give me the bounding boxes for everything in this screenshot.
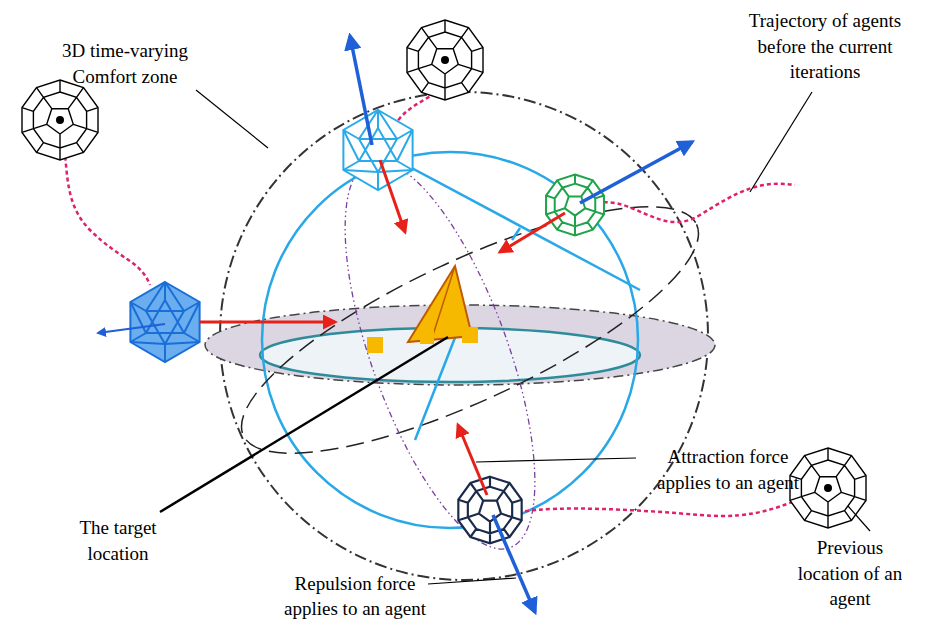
construction-line bbox=[512, 228, 520, 240]
agent-icosahedron bbox=[343, 110, 412, 190]
callout-label: The target location bbox=[63, 515, 173, 566]
callout-label: Trajectory of agents before the current … bbox=[738, 8, 913, 85]
leader-line bbox=[160, 337, 448, 512]
callout-label: Repulsion force applies to an agent bbox=[270, 571, 440, 622]
tilted-orbit bbox=[214, 161, 726, 499]
callout-label: Attraction force applies to an agent bbox=[641, 444, 816, 495]
trajectory bbox=[60, 62, 826, 516]
repulsion-arrow bbox=[98, 36, 692, 612]
vertical-orbit bbox=[306, 139, 574, 571]
location-dot bbox=[824, 484, 832, 492]
previous-agent bbox=[790, 448, 866, 528]
leader-line bbox=[196, 90, 870, 584]
target-marker bbox=[367, 266, 478, 353]
previous-agent bbox=[407, 20, 483, 100]
inner-sphere bbox=[262, 152, 638, 528]
attraction-arrow bbox=[200, 160, 565, 495]
construction-line bbox=[415, 330, 458, 440]
previous-agent bbox=[22, 80, 98, 160]
agent-dodecahedron bbox=[458, 477, 521, 544]
agent-dodecahedron bbox=[546, 175, 604, 236]
construction-line bbox=[378, 150, 640, 290]
callout-label: 3D time-varying Comfort zone bbox=[45, 38, 205, 89]
callout-label: Previous location of an agent bbox=[790, 535, 910, 612]
agent-icosahedron bbox=[130, 282, 199, 362]
location-dot bbox=[441, 56, 449, 64]
location-dot bbox=[56, 116, 64, 124]
